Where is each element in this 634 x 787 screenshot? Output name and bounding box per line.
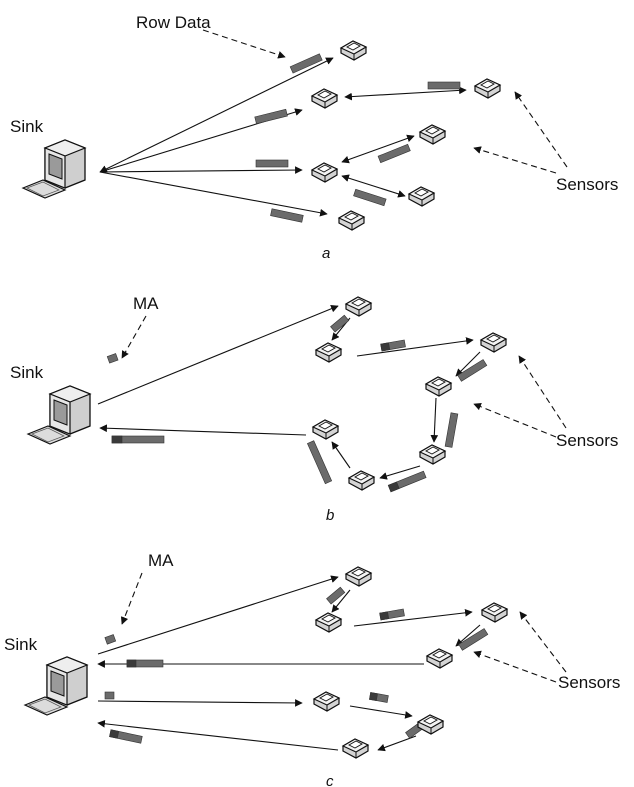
sink-computer-icon xyxy=(24,656,88,716)
sink-computer-icon xyxy=(22,139,86,199)
sensor-icon xyxy=(340,40,367,61)
sensor-icon xyxy=(481,602,508,623)
ma-label-b: MA xyxy=(133,294,159,313)
sensors-label-a: Sensors xyxy=(556,175,618,194)
sensors-label-c: Sensors xyxy=(558,673,620,692)
sensor-icon xyxy=(408,186,435,207)
sensor-icon xyxy=(417,714,444,735)
sensor-icon xyxy=(311,88,338,109)
sink-label-b: Sink xyxy=(10,363,44,382)
sensor-icon xyxy=(474,78,501,99)
sensor-icon xyxy=(345,566,372,587)
caption-b: b xyxy=(326,507,334,524)
panel-a: Row Data Sink Sensors a xyxy=(10,13,618,262)
sink-label-c: Sink xyxy=(4,635,38,654)
sensor-icon xyxy=(425,376,452,397)
panel-c: MA Sink Sensors c xyxy=(4,551,620,787)
caption-c: c xyxy=(326,773,334,787)
sink-computer-icon xyxy=(27,385,91,445)
caption-a: a xyxy=(322,245,330,262)
sensor-icon xyxy=(426,648,453,669)
sensor-icon xyxy=(311,162,338,183)
sensor-icon xyxy=(312,419,339,440)
row-data-label: Row Data xyxy=(136,13,211,32)
sensor-icon xyxy=(338,210,365,231)
sensor-icon xyxy=(419,124,446,145)
sensor-icon xyxy=(345,296,372,317)
sensor-icon xyxy=(480,332,507,353)
sensors-label-b: Sensors xyxy=(556,431,618,450)
ma-label-c: MA xyxy=(148,551,174,570)
sensor-icon xyxy=(313,691,340,712)
sensor-icon xyxy=(348,470,375,491)
sink-label-a: Sink xyxy=(10,117,44,136)
sensor-icon xyxy=(419,444,446,465)
sensor-icon xyxy=(342,738,369,759)
panel-b: MA Sink Sensors b xyxy=(10,294,618,524)
sensor-icon xyxy=(315,342,342,363)
sensor-icon xyxy=(315,612,342,633)
